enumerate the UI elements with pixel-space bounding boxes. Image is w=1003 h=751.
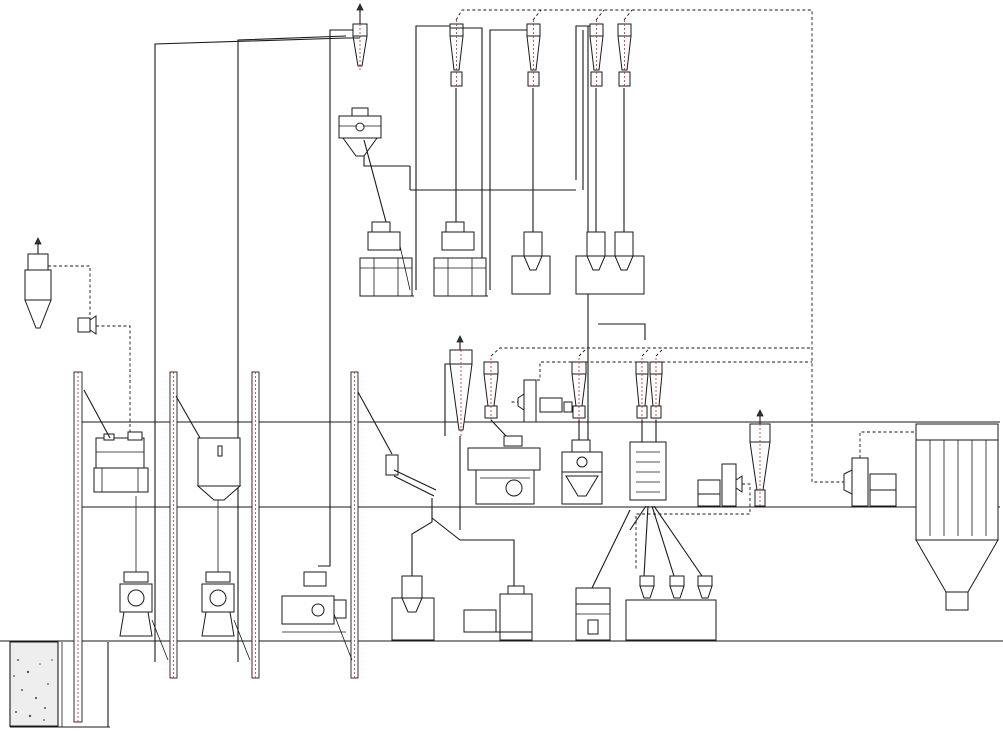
middle-bin <box>175 395 242 501</box>
upper-bin-1 <box>511 231 551 295</box>
lower-bin <box>391 498 435 641</box>
upper-roller-mill-1 <box>359 139 414 297</box>
bran-finisher <box>629 420 667 501</box>
top-air-line <box>455 9 852 483</box>
lower-detacher-right <box>575 509 631 641</box>
dust-fan <box>843 431 916 507</box>
bucket-elevator-4 <box>350 371 359 679</box>
purifier <box>467 419 541 505</box>
right-fan <box>635 463 751 570</box>
bag-filter <box>915 423 999 611</box>
bucket-elevator-3 <box>251 371 260 679</box>
top-cyclone-4 <box>589 20 604 88</box>
pit-body <box>9 641 59 727</box>
mid-cyclone-2 <box>483 358 499 420</box>
packing-scales <box>625 505 717 641</box>
top-material-lines <box>154 25 646 662</box>
intake-pit <box>9 641 110 728</box>
lower-mill-2 <box>201 500 251 661</box>
left-fan <box>77 315 131 440</box>
right-cyclone <box>749 409 771 507</box>
plansifter-right <box>561 420 603 505</box>
mid-cyclone-3 <box>571 358 587 420</box>
mid-cyclone-4 <box>635 358 649 420</box>
bucket-elevator-1 <box>73 371 83 723</box>
left-cyclone <box>24 237 91 329</box>
top-cyclone-3 <box>526 20 541 88</box>
inclined-conveyor <box>357 391 437 497</box>
mid-cyclone-5 <box>649 358 663 420</box>
top-cyclone-5 <box>617 20 632 88</box>
cleaner-left <box>83 389 149 493</box>
upper-roller-mill-2 <box>433 221 488 297</box>
mid-cyclone-1 <box>444 335 473 436</box>
top-cyclone-1 <box>352 3 368 70</box>
top-plansifter <box>338 107 382 157</box>
upper-bin-2 <box>575 231 645 295</box>
floor-lines <box>0 421 1003 642</box>
lower-motor-scale <box>431 436 533 641</box>
mid-fan <box>517 379 573 423</box>
bucket-elevator-2 <box>169 371 178 679</box>
lower-mill-1 <box>119 496 169 661</box>
top-cyclone-2 <box>449 20 464 88</box>
lower-detacher <box>281 571 353 661</box>
